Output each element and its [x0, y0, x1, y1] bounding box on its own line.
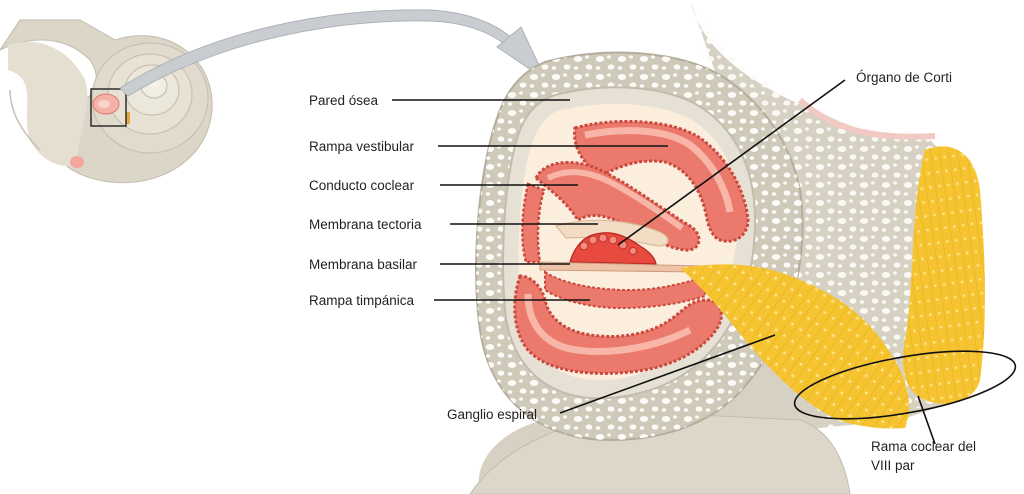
label-ganglio-espiral: Ganglio espiral	[447, 407, 537, 422]
leader-lines	[392, 79, 936, 445]
label-membrana-tectoria: Membrana tectoria	[309, 217, 422, 232]
rama-coclear-outline	[793, 350, 1017, 420]
label-membrana-basilar: Membrana basilar	[309, 257, 418, 272]
cochlea-inset	[0, 19, 213, 184]
label-conducto-coclear: Conducto coclear	[309, 178, 415, 193]
label-rama-coclear-line2: VIII par	[871, 458, 915, 473]
label-rama-coclear-line1: Rama coclear del	[871, 439, 976, 454]
nervio-coclear	[680, 146, 985, 429]
label-rampa-vestibular: Rampa vestibular	[309, 139, 415, 154]
organo-de-corti-shape	[569, 232, 657, 265]
leader-rama-coclear	[917, 395, 936, 445]
inset-box	[90, 88, 127, 127]
leader-ganglio-espiral	[559, 334, 776, 414]
label-rampa-timpanica: Rampa timpánica	[309, 293, 415, 308]
leader-organo-de-corti	[617, 79, 846, 246]
label-organo-de-corti: Órgano de Corti	[856, 70, 952, 85]
rampa-vestibular-tube	[573, 119, 750, 243]
labels: Pared ósea Rampa vestibular Conducto coc…	[309, 70, 976, 473]
label-pared-osea: Pared ósea	[309, 93, 379, 108]
